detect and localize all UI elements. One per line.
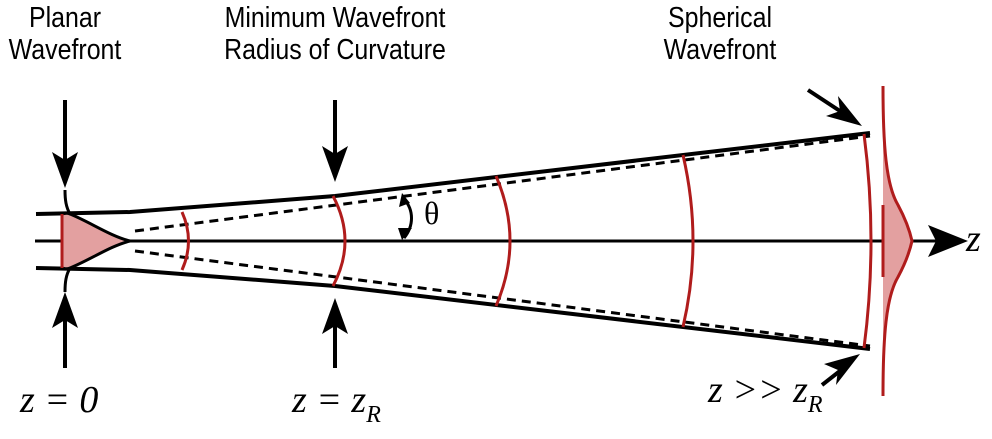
- far-field-profile-curve: [881, 85, 914, 397]
- wavefront-4: [681, 154, 695, 328]
- wavefront-3: [494, 175, 512, 307]
- minimum-label-line2: Radius of Curvature: [224, 34, 446, 67]
- z-zero-label: z = 0: [20, 379, 99, 421]
- wavefront-2-min-radius: [331, 195, 347, 287]
- waist-gaussian-profile: [60, 211, 131, 271]
- z-rayleigh-label: z = zR: [292, 379, 381, 429]
- spherical-label-line2: Wavefront: [663, 34, 777, 67]
- arrow-zR-up-head: [322, 298, 348, 334]
- z-far-subscript: R: [807, 392, 823, 418]
- angle-arrow-top: [399, 193, 410, 207]
- angle-arrow-bottom: [398, 228, 412, 240]
- arrow-min-radius-down-head: [322, 146, 348, 182]
- z-rayleigh-main: z = z: [292, 379, 367, 421]
- spherical-wavefront-label: Spherical Wavefront: [656, 2, 785, 67]
- arrow-z0-up-head: [52, 292, 78, 328]
- arrow-zfar-head: [824, 354, 860, 385]
- divergence-angle-label: θ: [424, 195, 440, 231]
- beam-envelope-upper: [35, 131, 871, 216]
- arrow-planar-down-head: [52, 152, 78, 188]
- arrow-spherical-head: [826, 96, 862, 126]
- minimum-label-line1: Minimum Wavefront: [224, 2, 446, 34]
- waist-bracket-bottom: [63, 267, 72, 293]
- axis-arrowhead: [928, 225, 968, 257]
- spherical-label-line1: Spherical: [668, 2, 772, 34]
- z-rayleigh-subscript: R: [366, 402, 381, 428]
- asymptote-upper: [134, 134, 871, 233]
- wavefront-5-spherical: [862, 133, 873, 349]
- far-field-gaussian-profile: [883, 86, 912, 396]
- axis-label: z: [966, 218, 981, 260]
- planar-wavefront-label: Planar Wavefront: [2, 2, 128, 67]
- asymptote-lower: [134, 249, 871, 348]
- planar-label-line2: Wavefront: [8, 34, 122, 67]
- arrow-spherical: [806, 88, 848, 117]
- z-far-main: z >> z: [708, 369, 808, 411]
- wavefront-1: [180, 211, 190, 271]
- minimum-wavefront-label: Minimum Wavefront Radius of Curvature: [210, 2, 459, 67]
- planar-label-line1: Planar: [28, 2, 102, 34]
- waist-bracket-top: [63, 189, 72, 215]
- z-far-field-label: z >> zR: [708, 369, 823, 419]
- beam-envelope-lower: [35, 266, 871, 351]
